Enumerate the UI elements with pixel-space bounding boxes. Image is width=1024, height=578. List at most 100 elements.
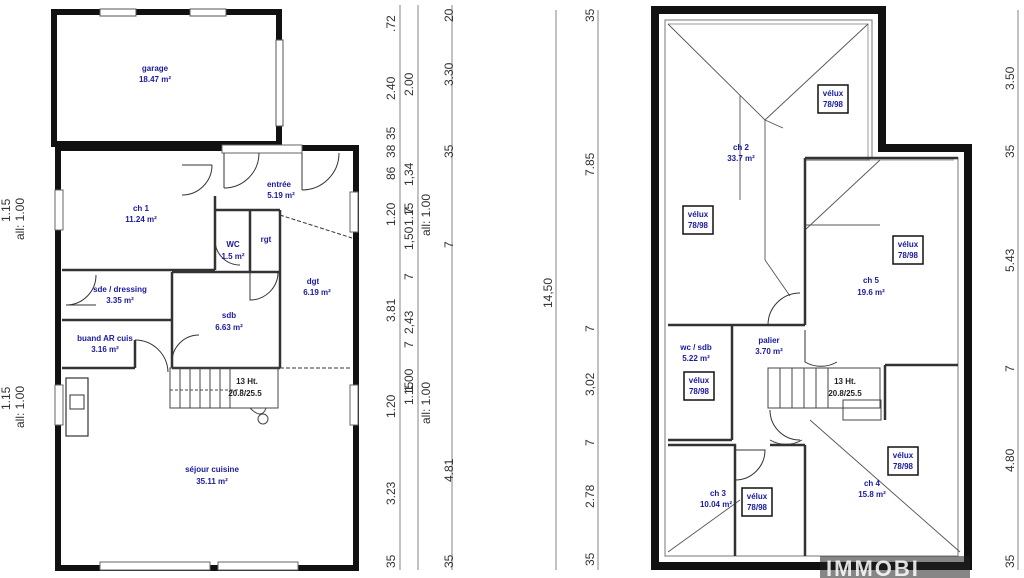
room-area: 33.7 m² bbox=[727, 154, 755, 163]
dim-label: 7 bbox=[402, 273, 416, 280]
upper-interior-walls bbox=[668, 156, 958, 556]
dim-label: 4.81 bbox=[442, 458, 456, 482]
velux-label: vélux bbox=[688, 210, 709, 219]
room-dgt: dgt 6.19 m² bbox=[303, 277, 331, 297]
room-ch2: ch 2 33.7 m² bbox=[727, 143, 755, 163]
room-ch3: ch 3 10.04 m² bbox=[700, 489, 732, 509]
room-name: rgt bbox=[261, 235, 272, 244]
velux-3: vélux 78/98 bbox=[892, 235, 924, 265]
room-area: 3.70 m² bbox=[755, 347, 783, 356]
window-left-ch1 bbox=[54, 189, 64, 231]
dim-label: 3,02 bbox=[583, 372, 597, 396]
dim-label: 86 bbox=[384, 166, 398, 180]
ground-stairs bbox=[169, 367, 279, 425]
garage-door bbox=[189, 8, 227, 17]
upper-floor-plan: 13 Ht. 20.8/25.5 vélux 78/98 vélux 78/98… bbox=[651, 6, 972, 570]
dim-label: 7 bbox=[442, 241, 456, 248]
dim-label: 7.85 bbox=[583, 152, 597, 176]
dim-label: 1.15 bbox=[402, 381, 416, 405]
dim-label: all: 1.00 bbox=[13, 198, 27, 240]
room-name: dgt bbox=[307, 277, 320, 286]
dim-label: 1,34 bbox=[402, 162, 416, 186]
dim-label: 35 bbox=[583, 8, 597, 22]
velux-label: vélux bbox=[823, 89, 844, 98]
room-sejour: séjour cuisine 35.11 m² bbox=[185, 465, 239, 486]
garage-window bbox=[99, 8, 137, 17]
room-area: 10.04 m² bbox=[700, 500, 732, 509]
room-area: 5.22 m² bbox=[682, 354, 710, 363]
room-wcsdb: wc / sdb 5.22 m² bbox=[679, 343, 712, 363]
dim-label: 2.78 bbox=[583, 484, 597, 508]
room-palier: palier 3.70 m² bbox=[755, 336, 783, 356]
upper-outer-wall bbox=[651, 6, 972, 570]
room-area: 35.11 m² bbox=[196, 477, 228, 486]
room-name: ch 3 bbox=[710, 489, 727, 498]
room-area: 15.8 m² bbox=[858, 490, 886, 499]
room-area: 1.5 m² bbox=[221, 252, 244, 261]
room-name: ch 2 bbox=[733, 143, 750, 152]
room-ch4: ch 4 15.8 m² bbox=[858, 479, 886, 499]
room-buand: buand AR cuis 3.16 m² bbox=[77, 334, 133, 354]
front-door bbox=[221, 144, 303, 154]
stairs-size: 20.8/25.5 bbox=[228, 389, 262, 398]
dim-label: 1,50 bbox=[402, 226, 416, 250]
upper-stairs bbox=[767, 367, 882, 421]
dim-label: 1.20 bbox=[384, 394, 398, 418]
room-name: garage bbox=[142, 64, 169, 73]
dim-label: 35 bbox=[583, 552, 597, 566]
ground-right-dimension-lines bbox=[399, 5, 453, 570]
dim-label: 1.00 bbox=[402, 368, 416, 392]
room-garage: garage 18.47 m² bbox=[139, 64, 171, 84]
room-name: entrée bbox=[267, 180, 292, 189]
dim-label: 2.00 bbox=[402, 72, 416, 96]
room-wc: WC 1.5 m² bbox=[221, 240, 244, 261]
dim-label: 4.80 bbox=[1003, 448, 1017, 472]
door-swings bbox=[65, 152, 340, 373]
velux-label: vélux bbox=[898, 240, 919, 249]
dim-label: 20 bbox=[442, 8, 456, 22]
window-bottom-left bbox=[99, 561, 211, 571]
velux-label: vélux bbox=[747, 492, 768, 501]
velux-4: vélux 78/98 bbox=[683, 371, 715, 401]
dim-label: .72 bbox=[384, 15, 398, 32]
house-outer-wall bbox=[55, 145, 359, 571]
dim-label: 35 bbox=[442, 144, 456, 158]
room-ch5: ch 5 19.6 m² bbox=[857, 276, 885, 297]
dim-label: 7 bbox=[583, 439, 597, 446]
velux-6: vélux 78/98 bbox=[887, 446, 919, 476]
upper-total-dim: 14,50 bbox=[541, 278, 555, 308]
velux-5: vélux 78/98 bbox=[741, 487, 773, 517]
room-area: 18.47 m² bbox=[139, 75, 171, 84]
upper-dimension-lines bbox=[555, 10, 1019, 570]
room-area: 6.19 m² bbox=[303, 288, 331, 297]
dim-label: 3.23 bbox=[384, 481, 398, 505]
velux-size: 78/98 bbox=[689, 387, 710, 396]
window-left-sejour bbox=[54, 384, 64, 426]
sink-bowl bbox=[69, 394, 85, 410]
window-right-bottom bbox=[349, 384, 359, 426]
ground-left-dimensions: 1.15 all: 1.00 1.15 all: 1.00 bbox=[0, 198, 27, 428]
room-area: 11.24 m² bbox=[125, 215, 157, 224]
room-name: sde / dressing bbox=[93, 285, 147, 294]
dim-label: 3.30 bbox=[442, 62, 456, 86]
upper-door-swings bbox=[734, 292, 838, 481]
room-name: sdb bbox=[222, 311, 236, 320]
dim-label: 7 bbox=[1003, 365, 1017, 372]
dim-label: 2,43 bbox=[402, 310, 416, 334]
dim-label: 38 bbox=[384, 144, 398, 158]
room-entree: entrée 5.19 m² bbox=[267, 180, 295, 200]
room-name: palier bbox=[758, 336, 779, 345]
dim-label: 5.43 bbox=[1003, 248, 1017, 272]
roof-ridges bbox=[667, 23, 961, 553]
ground-floor-plan: garage 18.47 m² ch 1 11.24 m² entrée 5.1… bbox=[51, 8, 359, 571]
room-area: 6.63 m² bbox=[215, 323, 243, 332]
dim-label: 3.50 bbox=[1003, 66, 1017, 90]
dim-label: 2.40 bbox=[384, 76, 398, 100]
room-name: wc / sdb bbox=[679, 343, 712, 352]
dim-label: 1.15 bbox=[402, 202, 416, 226]
roof-band-outer bbox=[668, 23, 954, 161]
velux-1: vélux 78/98 bbox=[817, 84, 849, 114]
room-sdb: sdb 6.63 m² bbox=[215, 311, 243, 332]
room-area: 5.19 m² bbox=[267, 191, 295, 200]
